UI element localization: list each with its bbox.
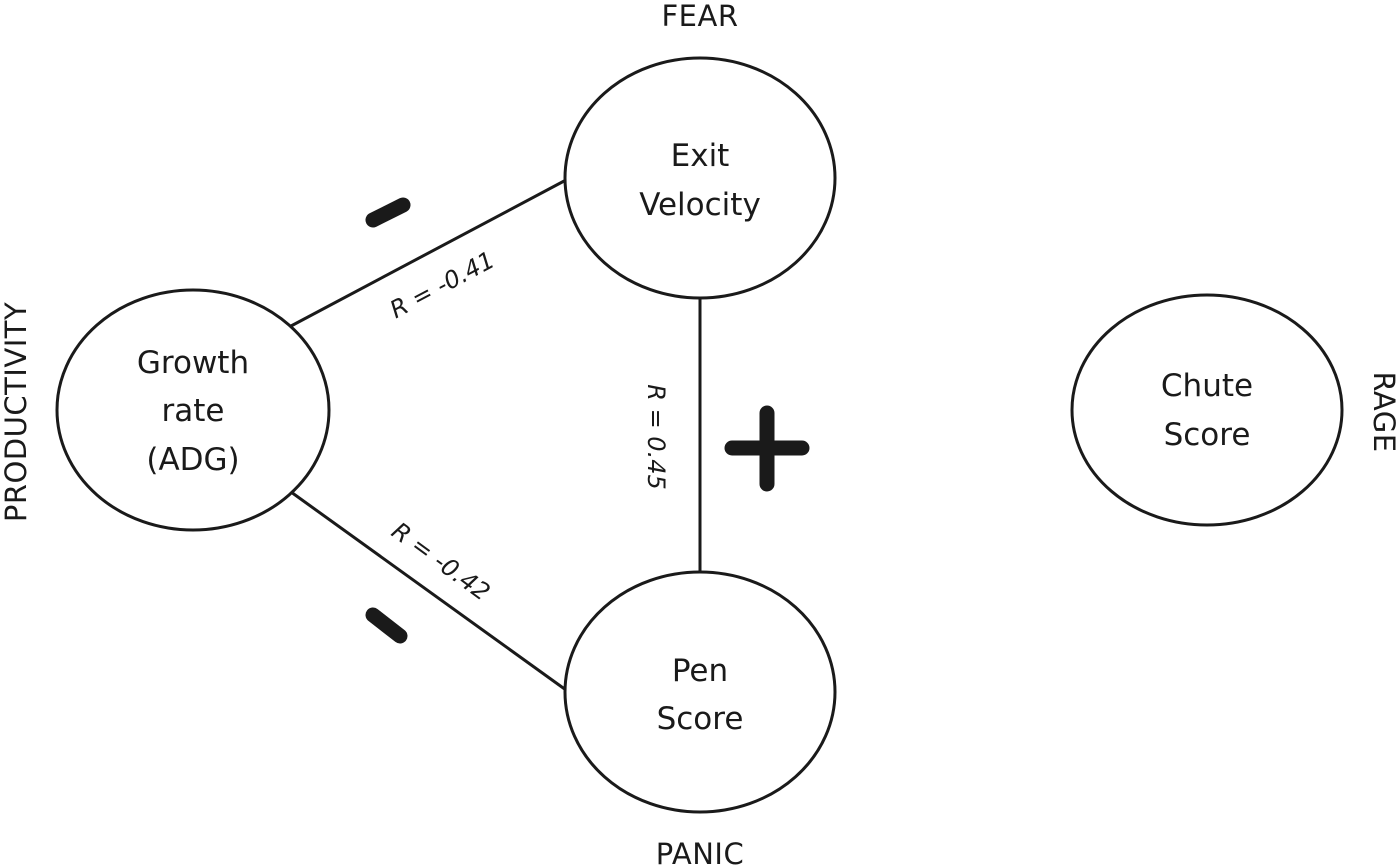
edge-growth-pen	[290, 490, 567, 692]
label-productivity: PRODUCTIVITY	[0, 302, 33, 522]
correlation-label-growth-pen: R = -0.42	[386, 517, 495, 607]
node-pen-score: Pen Score	[563, 570, 837, 814]
label-rage: RAGE	[1367, 371, 1400, 452]
label-panic: PANIC	[656, 837, 744, 868]
growth-rate-label-line-3: (ADG)	[146, 442, 239, 478]
exit-velocity-label-line-1: Exit	[671, 138, 730, 174]
plus-sign-exit-pen	[724, 405, 810, 492]
minus-sign-growth-pen	[365, 607, 408, 644]
chute-score-label-line-2: Score	[1164, 417, 1251, 453]
chute-score-label-line-1: Chute	[1161, 368, 1253, 404]
pen-score-label-line-2: Score	[657, 701, 744, 737]
node-exit-velocity: Exit Velocity	[563, 56, 837, 300]
pen-score-label-line-1: Pen	[672, 653, 728, 689]
node-growth-rate: Growth rate (ADG)	[55, 288, 331, 532]
correlation-label-growth-exit: R = -0.41	[385, 246, 499, 324]
exit-velocity-label-line-2: Velocity	[639, 187, 761, 223]
growth-rate-label-line-2: rate	[162, 393, 225, 429]
node-chute-score: Chute Score	[1070, 293, 1344, 527]
edge-growth-exit	[290, 178, 567, 328]
label-fear: FEAR	[662, 0, 739, 33]
minus-sign-growth-exit	[365, 197, 411, 228]
growth-rate-label-line-1: Growth	[137, 345, 249, 381]
correlation-label-exit-pen: R = 0.45	[642, 384, 670, 489]
